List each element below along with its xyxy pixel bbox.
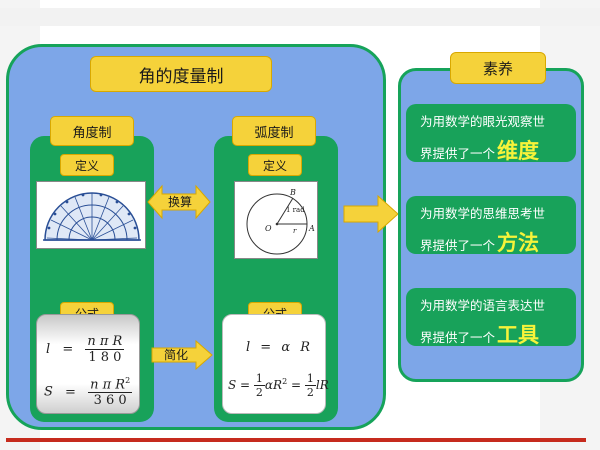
degree-label: 角度制 bbox=[50, 116, 134, 146]
page-title-text: 角的度量制 bbox=[138, 66, 224, 87]
protractor-icon bbox=[43, 192, 141, 241]
radian-definition-label: 定义 bbox=[248, 154, 302, 176]
literacy-item: 为用数学的眼光观察世 界提供了一个维度 bbox=[406, 104, 576, 163]
arc-label: 1 rad bbox=[286, 206, 305, 214]
background-strip bbox=[0, 8, 600, 26]
point-a-label: A bbox=[308, 224, 315, 233]
radian-formula-box bbox=[222, 314, 326, 414]
right-arrow-icon bbox=[343, 194, 399, 234]
simplify-arrow-icon bbox=[151, 340, 213, 370]
degree-definition-label: 定义 bbox=[60, 154, 114, 176]
convert-label: 换算 bbox=[167, 195, 192, 209]
literacy-item: 为用数学的思维思考世 界提供了一个方法 bbox=[406, 196, 576, 255]
unit-circle-icon: O A B r 1 rad bbox=[246, 188, 315, 255]
simplify-label: 简化 bbox=[163, 348, 188, 362]
radian-circle-figure: O A B r 1 rad bbox=[234, 181, 318, 259]
literacy-item: 为用数学的语言表达世 界提供了一个工具 bbox=[406, 288, 576, 347]
degree-formula-box bbox=[36, 314, 140, 414]
protractor-image bbox=[36, 181, 146, 249]
page-title: 角的度量制 bbox=[90, 56, 272, 92]
point-o-label: O bbox=[265, 224, 272, 233]
radius-label: r bbox=[293, 227, 297, 235]
radian-label: 弧度制 bbox=[232, 116, 316, 146]
footer-bar bbox=[6, 438, 586, 442]
literacy-title: 素养 bbox=[450, 52, 546, 84]
point-b-label: B bbox=[289, 188, 296, 197]
radian-arc-length-formula: l = α R bbox=[246, 340, 311, 355]
convert-double-arrow-icon bbox=[147, 184, 211, 220]
